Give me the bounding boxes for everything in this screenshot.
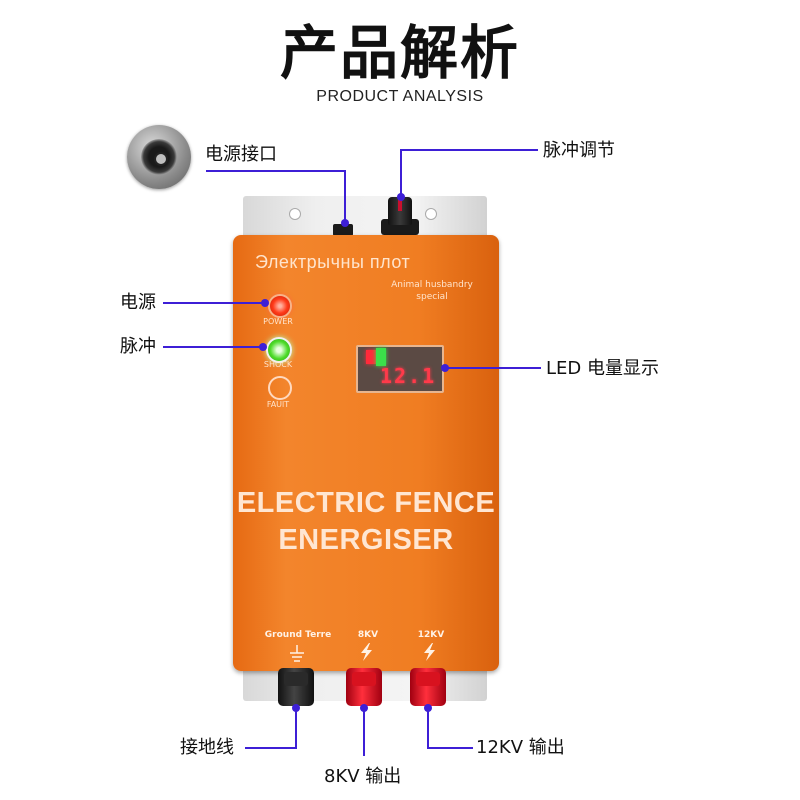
callout-8kv-output: 8KV 输出: [324, 766, 402, 787]
8kv-terminal-cap: [352, 672, 376, 686]
display-value: 12.1: [380, 364, 437, 388]
ground-symbol-icon: [290, 645, 304, 662]
callout-led-display: LED 电量显示: [546, 358, 659, 379]
callout-line: [206, 170, 346, 172]
power-led: [268, 294, 292, 318]
callout-dot: [341, 219, 349, 227]
callout-dot: [261, 299, 269, 307]
callout-dot: [259, 343, 267, 351]
brand-name: Электрычны плот: [255, 252, 411, 272]
callout-dot: [397, 193, 405, 201]
brand-sub-line: special: [416, 292, 448, 302]
callout-pulse-adjust: 脉冲调节: [543, 140, 615, 161]
brand-sub-line: Animal husbandry: [391, 280, 473, 290]
callout-line: [295, 706, 297, 748]
brand-subtitle: Animal husbandry special: [372, 279, 492, 303]
lightning-bolt-icon: [361, 643, 372, 661]
terminal-label-ground: Ground Terre: [264, 630, 332, 640]
shock-led: [266, 337, 292, 363]
terminal-label-8kv: 8KV: [357, 630, 379, 640]
product-name-line1: ELECTRIC FENCE: [236, 487, 496, 519]
callout-line: [400, 149, 402, 195]
mount-hole-icon: [289, 208, 301, 220]
callout-line: [245, 747, 297, 749]
callout-12kv-output: 12KV 输出: [476, 737, 565, 758]
ground-terminal-cap: [284, 672, 308, 686]
callout-line: [445, 367, 541, 369]
callout-power: 电源: [120, 292, 156, 313]
power-jack-pin: [154, 152, 168, 166]
terminal-label-12kv: 12KV: [417, 630, 445, 640]
fault-led-label: FAUlT: [266, 400, 290, 409]
page-subtitle: PRODUCT ANALYSIS: [316, 88, 484, 105]
power-led-label: POWER: [263, 317, 293, 326]
knob-indicator: [398, 199, 402, 211]
callout-ground: 接地线: [180, 737, 234, 758]
callout-line: [344, 170, 346, 222]
product-name-line2: ENERGISER: [278, 524, 454, 556]
page-title: 产品解析: [279, 19, 520, 87]
callout-line: [427, 706, 429, 748]
callout-line: [363, 706, 365, 756]
callout-pulse: 脉冲: [120, 336, 156, 357]
12kv-terminal-cap: [416, 672, 440, 686]
power-port: [333, 224, 353, 236]
callout-line: [400, 149, 538, 151]
display-red-segment: [366, 350, 376, 364]
fault-led: [268, 376, 292, 400]
shock-led-label: SHOCK: [263, 360, 293, 369]
lightning-bolt-icon: [424, 643, 435, 661]
callout-line: [163, 346, 263, 348]
callout-dot: [441, 364, 449, 372]
callout-power-port: 电源接口: [205, 144, 277, 165]
display-green-segment: [376, 348, 386, 366]
callout-line: [163, 302, 264, 304]
callout-line: [427, 747, 473, 749]
mount-hole-icon: [425, 208, 437, 220]
